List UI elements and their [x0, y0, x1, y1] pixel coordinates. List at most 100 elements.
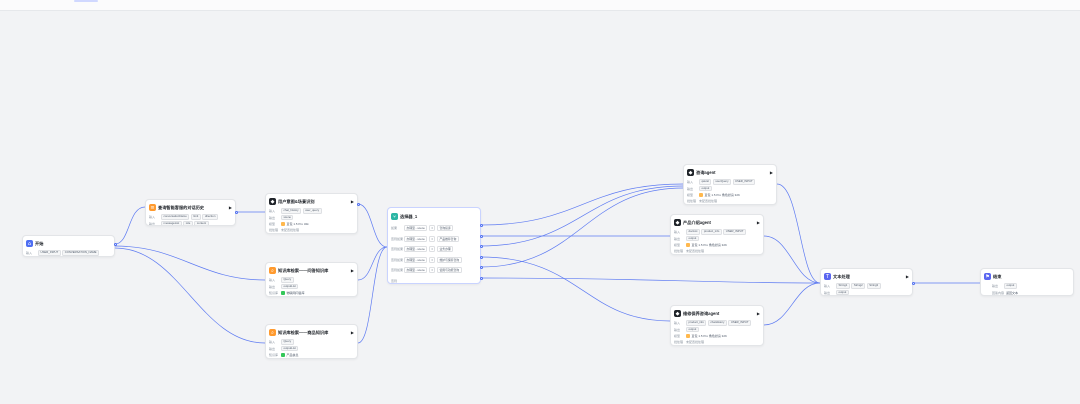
var-chip: messageList	[161, 220, 182, 225]
branch-label: 否则如果	[391, 247, 404, 252]
var-chip: Query	[281, 277, 294, 284]
branch-row: 否则如果 办理型 - scene = 产品推荐咨询	[391, 234, 477, 245]
branch-handle[interactable]	[479, 234, 483, 238]
row-label: 输出	[269, 284, 276, 289]
condition-right[interactable]: 产品推荐咨询	[436, 235, 459, 242]
node-selector[interactable]: ⑂ 选择器_1 如果 办理型 - scene = 咨询投诉 否则如果 办理型 -…	[387, 207, 481, 284]
node-end[interactable]: ⚑ 结束 输出 output 回答内容 返回文本	[980, 268, 1074, 296]
row-label: 输出	[269, 346, 276, 351]
var-chip: USER_INPUT	[723, 229, 746, 236]
branch-label: 否则如果	[391, 257, 404, 262]
run-node-icon[interactable]: ▶	[905, 274, 909, 279]
branch-handle[interactable]	[479, 244, 483, 248]
condition-operator[interactable]: =	[428, 225, 436, 232]
node-history[interactable]: ≡ 查询智能客服的对话历史 ▶ 输入 conversationName limi…	[145, 199, 236, 226]
flag-icon: ⚑	[984, 273, 991, 280]
branch-handle[interactable]	[479, 265, 483, 269]
condition-left[interactable]: 办理型 - scene	[404, 235, 428, 242]
node-kb-qa[interactable]: ⌕ 知识库检索——问答知识库 ▶ 输入 Query 输出 outputList …	[265, 262, 358, 297]
node-title: 产品介绍agent	[683, 219, 711, 225]
node-kb-product[interactable]: ⌕ 知识库检索——商品知识库 ▶ 输入 Query 输出 outputList …	[265, 324, 358, 359]
run-node-icon[interactable]: ▶	[228, 205, 232, 210]
run-node-icon[interactable]: ▶	[350, 330, 354, 335]
condition-left[interactable]: 办理型 - scene	[404, 246, 428, 253]
condition-right[interactable]: 业务办理	[436, 246, 454, 253]
var-chip: direction	[202, 214, 218, 221]
branch-handle[interactable]	[479, 255, 483, 259]
edge-intent-selector	[357, 203, 388, 248]
output-handle[interactable]	[356, 202, 360, 206]
branch-row: 否则如果 办理型 - scene = 维护与保养咨询	[391, 255, 477, 266]
condition-right[interactable]: 咨询投诉	[436, 225, 454, 232]
top-toolbar	[0, 0, 1080, 11]
node-title: 选择器_1	[400, 213, 418, 219]
condition-left[interactable]: 办理型 - scene	[404, 267, 428, 274]
var-chip: docList	[686, 229, 700, 236]
node-agent-product[interactable]: ◆ 产品介绍agent ▶ 输入 docList product_info US…	[670, 214, 764, 255]
row-label: 输入	[269, 340, 276, 345]
model-name: 豆包 1.5 Pro 角色扮演 32K	[691, 333, 728, 338]
node-agent-repair[interactable]: ◆ 维修保养咨询agent ▶ 输入 product_info chatHist…	[670, 305, 764, 346]
row-label: 模型	[269, 221, 276, 226]
output-handle[interactable]	[234, 210, 238, 214]
row-label: 知识库	[269, 352, 279, 357]
condition-right[interactable]: 使用与功能咨询	[436, 267, 462, 274]
edge-start-kb1	[114, 245, 266, 281]
branch-handle[interactable]	[479, 223, 483, 227]
var-chip: USER_INPUT	[728, 320, 752, 327]
search-icon: ⌕	[269, 329, 276, 336]
batch-status: 未配置批处理	[686, 340, 705, 345]
var-chip: output	[686, 326, 699, 333]
run-node-icon[interactable]: ▶	[756, 220, 760, 225]
model-name: 豆包 1.5 Pro 32k	[286, 221, 309, 226]
condition-left[interactable]: 办理型 - scene	[404, 256, 428, 263]
condition-operator[interactable]: =	[428, 267, 436, 274]
node-title: 用户意图&场景识别	[278, 198, 315, 204]
condition-left[interactable]: 办理型 - scene	[404, 225, 428, 232]
branch-row: 否则如果 办理型 - scene = 业务办理	[391, 244, 477, 255]
row-label: 输入	[149, 215, 156, 220]
row-label: 输入	[674, 321, 681, 326]
condition-right[interactable]: 维护与保养咨询	[436, 256, 462, 263]
branch-handle[interactable]	[479, 276, 483, 280]
run-node-icon[interactable]: ▶	[350, 199, 354, 204]
llm-icon: ◆	[674, 310, 681, 317]
node-start[interactable]: ⌂ 开始 输入 USER_INPUT CONVERSATION_NAME	[22, 235, 115, 257]
condition-operator[interactable]: =	[428, 246, 436, 253]
model-icon	[686, 242, 690, 247]
branch-row: 否则如果 办理型 - scene = 使用与功能咨询	[391, 265, 477, 276]
node-title: 知识库检索——商品知识库	[278, 329, 329, 335]
model-name: 豆包 1.5 Pro 角色扮演 32K	[691, 242, 728, 247]
var-chip: String3	[866, 283, 881, 290]
run-node-icon[interactable]: ▶	[769, 170, 773, 175]
row-label: 模型	[674, 242, 681, 247]
run-node-icon[interactable]: ▶	[350, 268, 354, 273]
knowledge-name: 产品信息	[286, 352, 299, 357]
node-intent[interactable]: ◆ 用户意图&场景识别 ▶ 输入 chat_history user_query…	[265, 193, 358, 234]
row-label: 输出	[992, 284, 999, 289]
edge-start-kb2	[114, 247, 266, 344]
row-label: 输入	[674, 230, 681, 235]
row-label: 输入	[687, 180, 694, 185]
node-text-process[interactable]: T 文本处理 ▶ 输入 String1 String2 String3 输出 o…	[820, 268, 913, 296]
node-title: 开始	[35, 240, 44, 246]
var-chip: chatHistory	[707, 320, 727, 327]
run-node-icon[interactable]: ▶	[756, 311, 760, 316]
batch-status: 未配置批处理	[686, 249, 705, 254]
condition-operator[interactable]: =	[428, 256, 436, 263]
var-chip: product_info	[686, 320, 707, 327]
branch-row: 否则	[391, 276, 477, 284]
var-chip: conversationName	[161, 214, 190, 221]
condition-operator[interactable]: =	[428, 235, 436, 242]
branch-label: 否则如果	[391, 236, 404, 241]
node-title: 咨询agent	[696, 169, 716, 175]
text-icon: T	[824, 273, 831, 280]
edge-sel-else-text	[480, 277, 821, 284]
edge-start-history	[114, 206, 146, 245]
var-chip: role	[183, 220, 193, 225]
edge-faq-text	[776, 183, 821, 284]
output-handle[interactable]	[114, 243, 117, 246]
output-handle[interactable]	[911, 281, 915, 285]
node-agent-faq[interactable]: ◆ 咨询agent ▶ 输入 qaList userQuery USER_INP…	[683, 164, 777, 205]
row-label: 输入	[269, 278, 276, 283]
